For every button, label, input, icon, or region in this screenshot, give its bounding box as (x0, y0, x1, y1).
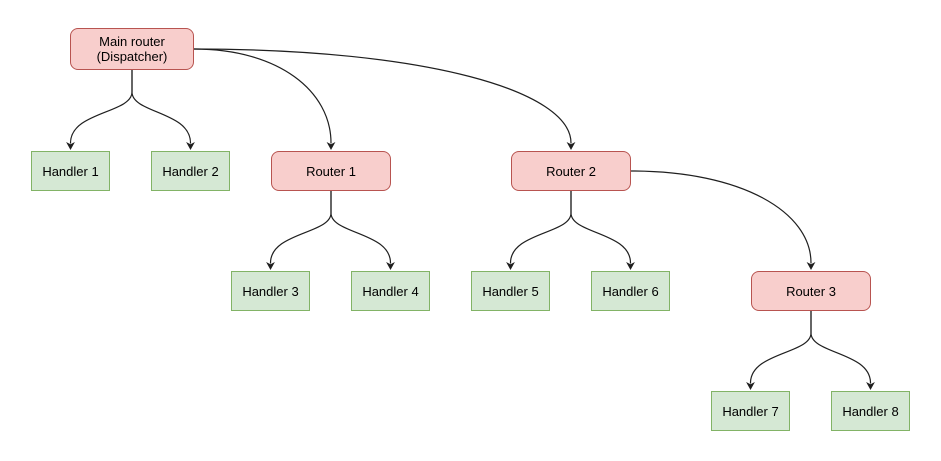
edge-main-to-handler2 (131, 69, 195, 150)
node-label: Handler 3 (242, 283, 299, 299)
node-handler1[interactable]: Handler 1 (31, 151, 110, 191)
edge-main-to-handler1 (66, 69, 133, 150)
edge-line (630, 170, 812, 264)
node-main[interactable]: Main router (Dispatcher) (70, 28, 194, 70)
node-router1[interactable]: Router 1 (271, 151, 391, 191)
edge-line (131, 69, 192, 144)
edge-router2-to-handler6 (570, 190, 635, 270)
edge-router3-to-handler7 (746, 310, 812, 390)
node-label: Handler 7 (722, 403, 779, 419)
arrow-head (266, 262, 275, 270)
node-label: Router 2 (546, 163, 596, 179)
node-handler7[interactable]: Handler 7 (711, 391, 790, 431)
edge-main-to-router2 (193, 48, 576, 150)
node-label: Handler 6 (602, 283, 659, 299)
node-router3[interactable]: Router 3 (751, 271, 871, 311)
node-handler8[interactable]: Handler 8 (831, 391, 910, 431)
node-label: Router 3 (786, 283, 836, 299)
node-label: Handler 8 (842, 403, 899, 419)
edge-router1-to-handler4 (330, 190, 395, 270)
node-router2[interactable]: Router 2 (511, 151, 631, 191)
edge-line (69, 69, 133, 144)
edge-line (509, 190, 572, 264)
arrow-head (746, 382, 755, 390)
arrow-head (66, 142, 75, 150)
edge-line (810, 310, 872, 384)
edge-line (193, 48, 332, 144)
arrow-head (326, 142, 336, 150)
node-handler2[interactable]: Handler 2 (151, 151, 230, 191)
node-label: Handler 4 (362, 283, 419, 299)
arrow-head (506, 262, 515, 270)
arrow-head (806, 262, 816, 270)
edge-line (193, 48, 572, 144)
arrow-head (186, 142, 195, 150)
node-handler4[interactable]: Handler 4 (351, 271, 430, 311)
node-label: Handler 2 (162, 163, 219, 179)
edge-line (330, 190, 392, 264)
arrow-head (866, 382, 875, 390)
edge-router2-to-handler5 (506, 190, 572, 270)
node-handler6[interactable]: Handler 6 (591, 271, 670, 311)
arrow-head (386, 262, 395, 270)
edge-router2-to-router3 (630, 170, 816, 270)
edge-router3-to-handler8 (810, 310, 875, 390)
node-handler5[interactable]: Handler 5 (471, 271, 550, 311)
arrow-head (626, 262, 635, 270)
node-label: Router 1 (306, 163, 356, 179)
edge-line (570, 190, 632, 264)
edge-line (269, 190, 332, 264)
arrow-head (566, 142, 576, 150)
edge-router1-to-handler3 (266, 190, 332, 270)
node-label: Handler 5 (482, 283, 539, 299)
node-handler3[interactable]: Handler 3 (231, 271, 310, 311)
edge-line (749, 310, 812, 384)
edge-main-to-router1 (193, 48, 336, 150)
node-label: Handler 1 (42, 163, 99, 179)
node-label: Main router (Dispatcher) (96, 34, 168, 64)
